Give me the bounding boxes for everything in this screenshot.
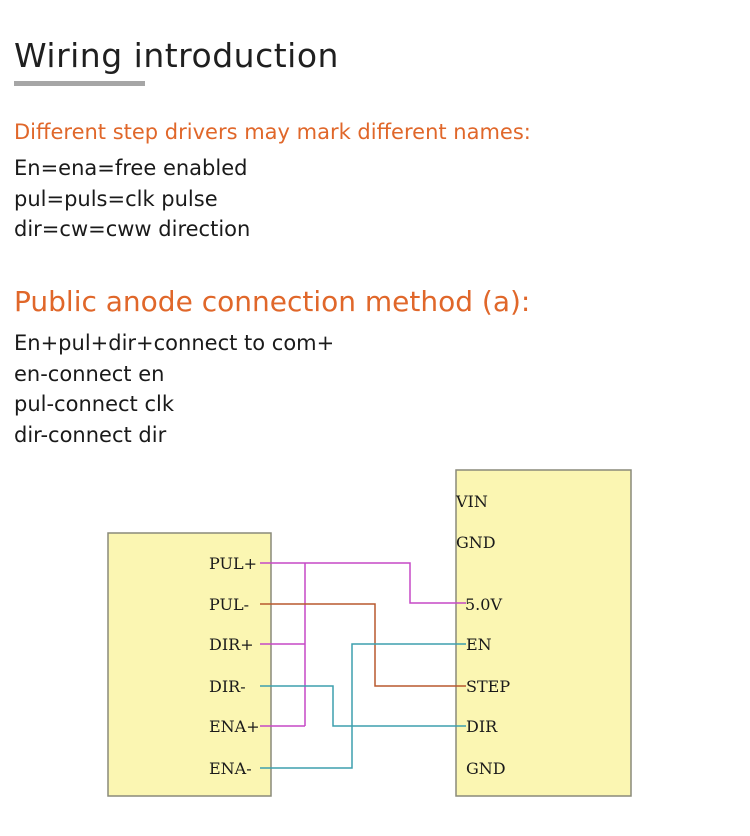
controller-box — [455, 469, 632, 797]
pin-label-gnd-bottom: GND — [466, 759, 506, 778]
title-underline — [14, 81, 145, 86]
pin-label-dir: DIR — [466, 717, 498, 736]
pin-label-gnd-top: GND — [456, 533, 496, 552]
pin-label-en: EN — [466, 635, 492, 654]
method-list: En+pul+dir+connect to com+ en-connect en… — [14, 328, 334, 450]
pin-label-ena-plus: ENA+ — [209, 717, 260, 736]
pin-label-ena-minus: ENA- — [209, 759, 252, 778]
alias-line: pul=puls=clk pulse — [14, 186, 218, 211]
method-line: pul-connect clk — [14, 392, 174, 416]
driver-box — [107, 532, 272, 797]
pin-label-pul-minus: PUL- — [209, 595, 249, 614]
alias-line: En=ena=free enabled — [14, 156, 248, 180]
wire-pulse — [260, 603, 466, 687]
alias-line: dir=cw=cww direction — [14, 217, 251, 241]
pin-label-vin: VIN — [455, 492, 488, 511]
method-line: en-connect en — [14, 361, 165, 386]
names-subheading: Different step drivers may mark differen… — [14, 120, 531, 144]
pin-label-step: STEP — [466, 677, 510, 696]
wire-direction — [260, 685, 466, 727]
pin-label-dir-plus: DIR+ — [209, 635, 254, 654]
wire-enable — [260, 643, 466, 769]
wire-common-anode — [260, 562, 466, 727]
method-heading: Public anode connection method (a): — [14, 285, 531, 318]
method-line: dir-connect dir — [14, 422, 167, 447]
method-line: En+pul+dir+connect to com+ — [14, 331, 335, 355]
pin-label-5v: 5.0V — [465, 595, 502, 614]
wiring-diagram: PUL+ PUL- DIR+ DIR- ENA+ ENA- VIN GND 5.… — [107, 469, 632, 797]
pin-label-dir-minus: DIR- — [209, 677, 246, 696]
alias-list: En=ena=free enabled pul=puls=clk pulse d… — [14, 153, 250, 245]
pin-label-pul-plus: PUL+ — [209, 554, 257, 573]
page-title: Wiring introduction — [14, 36, 339, 75]
